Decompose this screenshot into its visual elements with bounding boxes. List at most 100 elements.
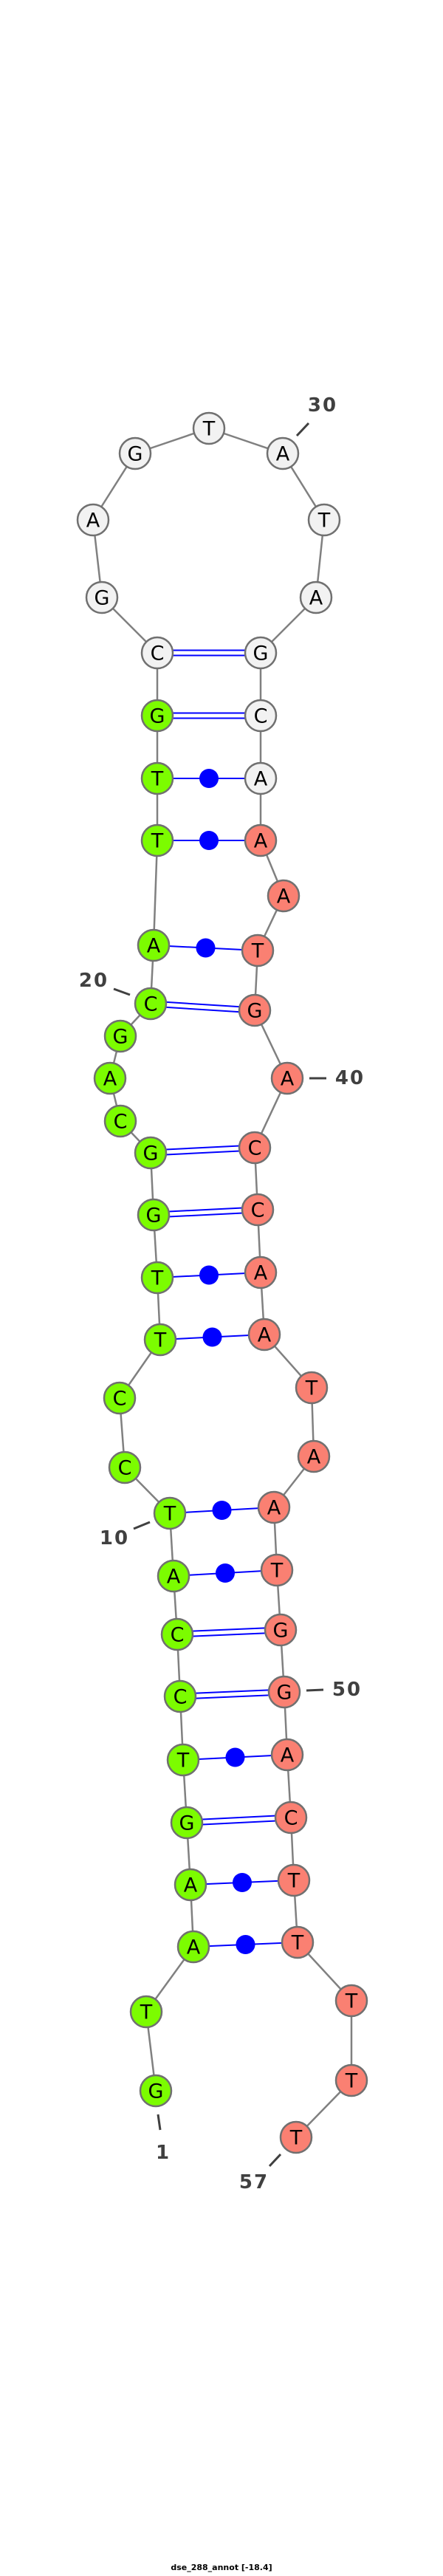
structure-caption: dse_288_annot [-18.4]: [171, 2563, 272, 2572]
base-pair-9-48: [173, 1563, 278, 1583]
pair-line: [186, 1819, 292, 1826]
position-label-57: 57: [239, 2153, 282, 2193]
pair-dot-icon: [199, 769, 219, 788]
nucleotide-circle: [270, 1061, 304, 1095]
nucleotide-circle: [297, 1439, 331, 1473]
nucleotide-32: A: [299, 580, 333, 614]
pair-line: [179, 1693, 285, 1700]
pair-line: [176, 1626, 281, 1633]
nucleotide-7: C: [163, 1679, 197, 1713]
nucleotide-17: C: [103, 1104, 137, 1138]
nucleotide-letter: T: [202, 418, 216, 441]
nucleotide-letter: T: [151, 830, 164, 853]
nucleotide-letter: T: [289, 2127, 303, 2150]
nucleotide-circle: [279, 2120, 313, 2154]
nucleotide-21: A: [137, 928, 171, 962]
nucleotide-30: A: [266, 436, 300, 470]
nucleotide-circle: [93, 1061, 127, 1095]
nucleotide-25: C: [140, 636, 174, 670]
nucleotide-2: T: [129, 1995, 163, 2029]
base-pair-25-33: [157, 649, 261, 657]
label-tick: [157, 2114, 162, 2131]
nucleotide-letter: C: [284, 1807, 298, 1830]
nucleotide-20: C: [134, 987, 168, 1021]
nucleotide-12: C: [103, 1381, 137, 1415]
nucleotide-42: C: [241, 1193, 275, 1227]
base-pair-10-47: [169, 1501, 275, 1520]
base-pair-14-43: [157, 1265, 261, 1285]
base-pair-5-52: [186, 1814, 292, 1826]
nucleotide-16: G: [134, 1136, 168, 1170]
nucleotide-18: A: [93, 1061, 127, 1095]
backbone: [92, 427, 353, 2138]
nucleotide-letter: C: [171, 1624, 185, 1647]
label-text: 1: [156, 2142, 171, 2164]
nucleotide-circle: [241, 1193, 275, 1227]
pair-line: [153, 1206, 258, 1213]
base-pair-4-53: [190, 1873, 295, 1892]
base-pair-23-35: [157, 769, 261, 788]
nucleotide-circle: [267, 879, 301, 913]
nucleotide-51: A: [270, 1738, 304, 1772]
nucleotide-letter: A: [254, 768, 268, 791]
nucleotide-letter: T: [287, 1870, 301, 1893]
nucleotide-letter: G: [277, 1682, 292, 1705]
nucleotide-letter: T: [345, 1990, 358, 2013]
label-tick: [268, 2153, 282, 2168]
nucleotide-circle: [134, 987, 168, 1021]
nucleotide-letter: T: [151, 768, 164, 791]
nucleotide-letter: A: [277, 886, 291, 908]
nucleotide-letter: A: [167, 1566, 181, 1589]
pair-line: [150, 1005, 255, 1014]
nucleotide-letter: T: [154, 1329, 167, 1352]
nucleotide-56: T: [334, 2063, 368, 2097]
pair-line: [179, 1688, 285, 1695]
base-pair-24-34: [157, 712, 261, 719]
nucleotide-circle: [85, 580, 119, 614]
nucleotide-circle: [134, 1136, 168, 1170]
nucleotide-letter: C: [251, 1199, 265, 1222]
pair-line: [186, 1814, 292, 1821]
label-text: 30: [308, 394, 337, 417]
nucleotide-circle: [277, 1863, 311, 1897]
nucleotide-circle: [266, 436, 300, 470]
nucleotide-circle: [192, 411, 226, 445]
pair-dot-icon: [202, 1327, 222, 1347]
position-label-10: 10: [100, 1521, 151, 1549]
nucleotide-57: T: [279, 2120, 313, 2154]
nucleotide-36: A: [244, 823, 278, 857]
nucleotide-52: C: [274, 1801, 308, 1835]
nucleotide-letter: C: [174, 1686, 188, 1709]
nucleotide-41: C: [238, 1131, 272, 1165]
nucleotide-circle: [160, 1617, 194, 1651]
position-label-1: 1: [156, 2114, 171, 2164]
nucleotide-circle: [244, 699, 278, 733]
nucleotide-letter: A: [187, 1936, 201, 1959]
base-pair-20-39: [150, 1000, 255, 1014]
nucleotide-14: T: [140, 1261, 174, 1295]
pair-line: [153, 1211, 258, 1219]
nucleotide-letter: A: [184, 1874, 198, 1897]
nucleotide-circle: [140, 823, 174, 857]
nucleotide-28: G: [118, 436, 152, 470]
nucleotide-15: G: [137, 1198, 171, 1232]
pair-line: [176, 1631, 281, 1638]
position-label-50: 50: [306, 1679, 360, 1701]
label-text: 40: [335, 1067, 365, 1089]
nucleotide-circle: [166, 1743, 200, 1777]
nucleotide-43: A: [244, 1256, 278, 1289]
nucleotide-34: C: [244, 699, 278, 733]
pair-line: [150, 1000, 255, 1009]
nucleotide-54: T: [281, 1925, 315, 1959]
nucleotide-letter: C: [151, 643, 165, 665]
nucleotide-circle: [244, 1256, 278, 1289]
nucleotide-letter: C: [114, 1111, 128, 1134]
nucleotide-49: G: [264, 1613, 298, 1647]
base-pair-21-38: [153, 938, 258, 958]
nucleotide-circle: [281, 1925, 315, 1959]
nucleotide-37: A: [267, 879, 301, 913]
nucleotide-letter: C: [254, 705, 268, 728]
nucleotide-circle: [103, 1104, 137, 1138]
label-tick: [133, 1521, 151, 1530]
